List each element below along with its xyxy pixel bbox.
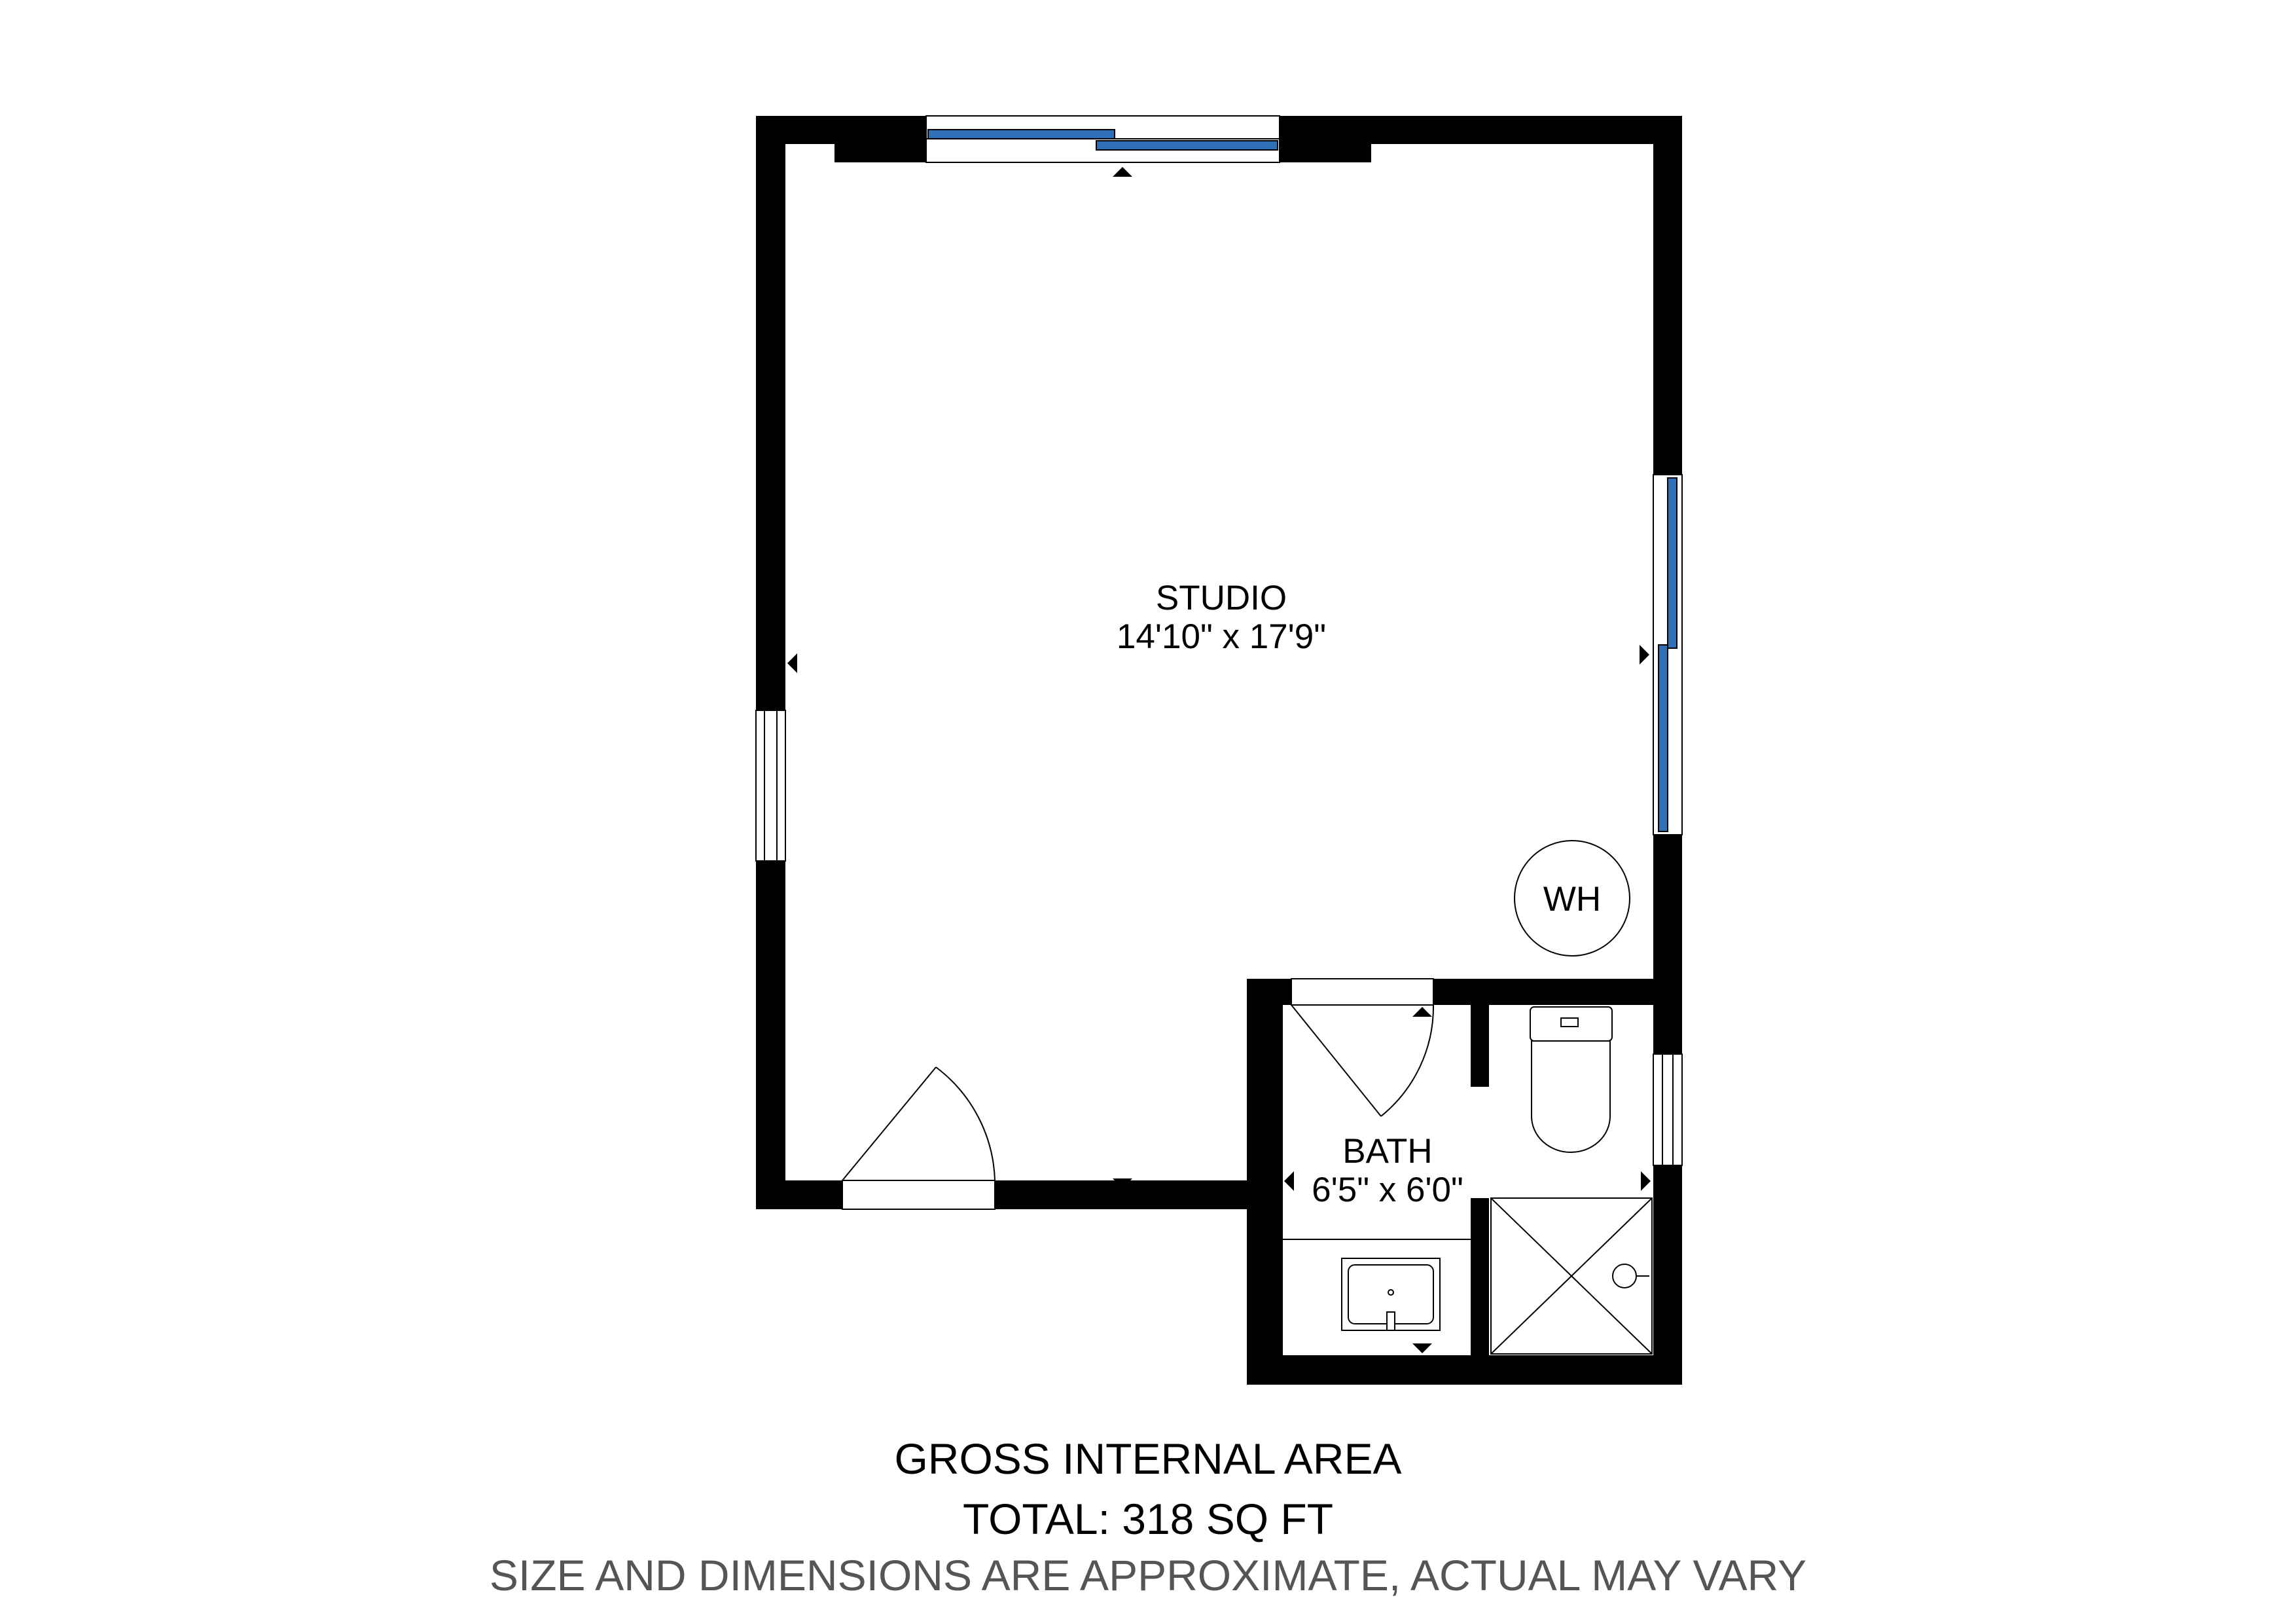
disclaimer-note: SIZE AND DIMENSIONS ARE APPROXIMATE, ACT… <box>489 1551 1807 1599</box>
toilet <box>1530 1006 1613 1153</box>
top-window <box>925 115 1280 163</box>
right-window <box>1653 474 1683 835</box>
shower <box>1490 1197 1653 1355</box>
bath-room-name: BATH <box>1342 1132 1432 1171</box>
bath-door <box>1291 978 1435 1117</box>
water-heater <box>1514 840 1630 957</box>
total-area: TOTAL: 318 SQ FT <box>962 1495 1334 1543</box>
studio-walls <box>756 116 1682 1209</box>
water-heater-label: WH <box>1543 880 1601 919</box>
gross-internal-area-title: GROSS INTERNAL AREA <box>894 1434 1402 1483</box>
sink <box>1341 1258 1441 1331</box>
studio-dimensions: 14'10" x 17'9" <box>1117 617 1326 656</box>
studio-room-name: STUDIO <box>1156 579 1287 617</box>
left-window <box>755 710 786 862</box>
entry-door <box>842 1067 996 1210</box>
bath-dimensions: 6'5" x 6'0" <box>1312 1171 1463 1209</box>
bath-window <box>1653 1053 1683 1166</box>
dimension-markers <box>787 167 1651 1353</box>
bath-walls <box>1247 979 1682 1385</box>
